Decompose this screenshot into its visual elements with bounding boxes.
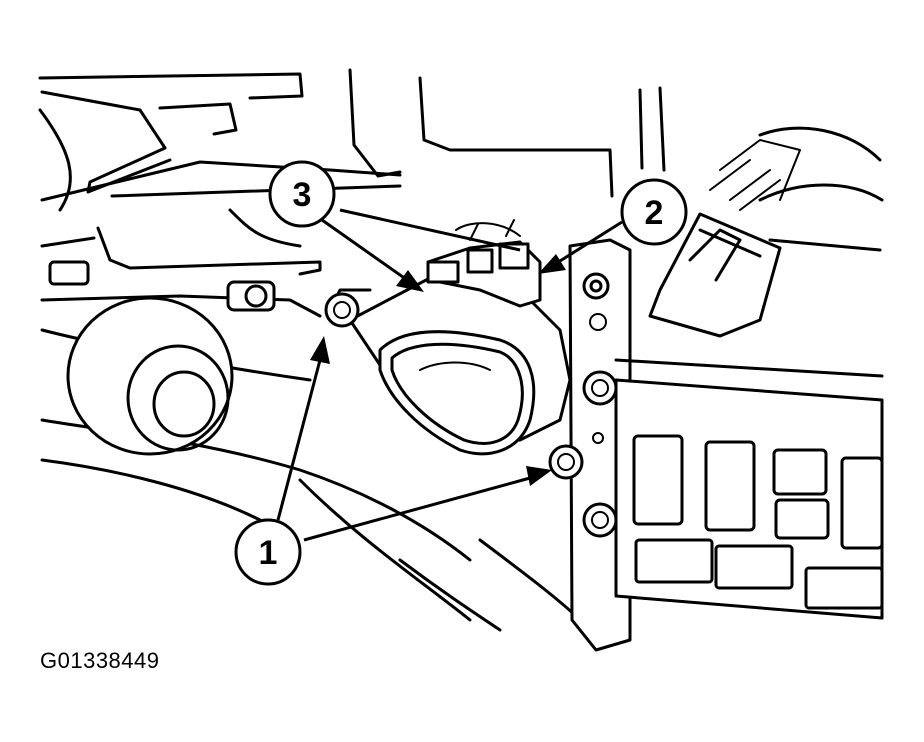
callout-1: 1: [234, 518, 302, 586]
electrical-connector: [426, 219, 542, 308]
callout-2-label: 2: [645, 194, 664, 232]
round-knob: [66, 296, 234, 456]
callout-2: 2: [620, 178, 688, 246]
control-panel: [614, 358, 884, 620]
callout-1-label: 1: [259, 534, 278, 572]
wiring-harness: [648, 126, 884, 338]
component-housing: [328, 270, 572, 456]
callout-3-label: 3: [293, 176, 312, 214]
callout-3: 3: [268, 160, 336, 228]
figure-id: G01338449: [40, 648, 160, 673]
bolt-bracket-top: [582, 370, 618, 406]
bolt-left: [324, 292, 360, 328]
panel-slot: [48, 260, 276, 312]
leader-lines: [276, 208, 623, 542]
bolt-right: [548, 444, 584, 480]
bolt-bracket-bottom: [582, 502, 618, 538]
